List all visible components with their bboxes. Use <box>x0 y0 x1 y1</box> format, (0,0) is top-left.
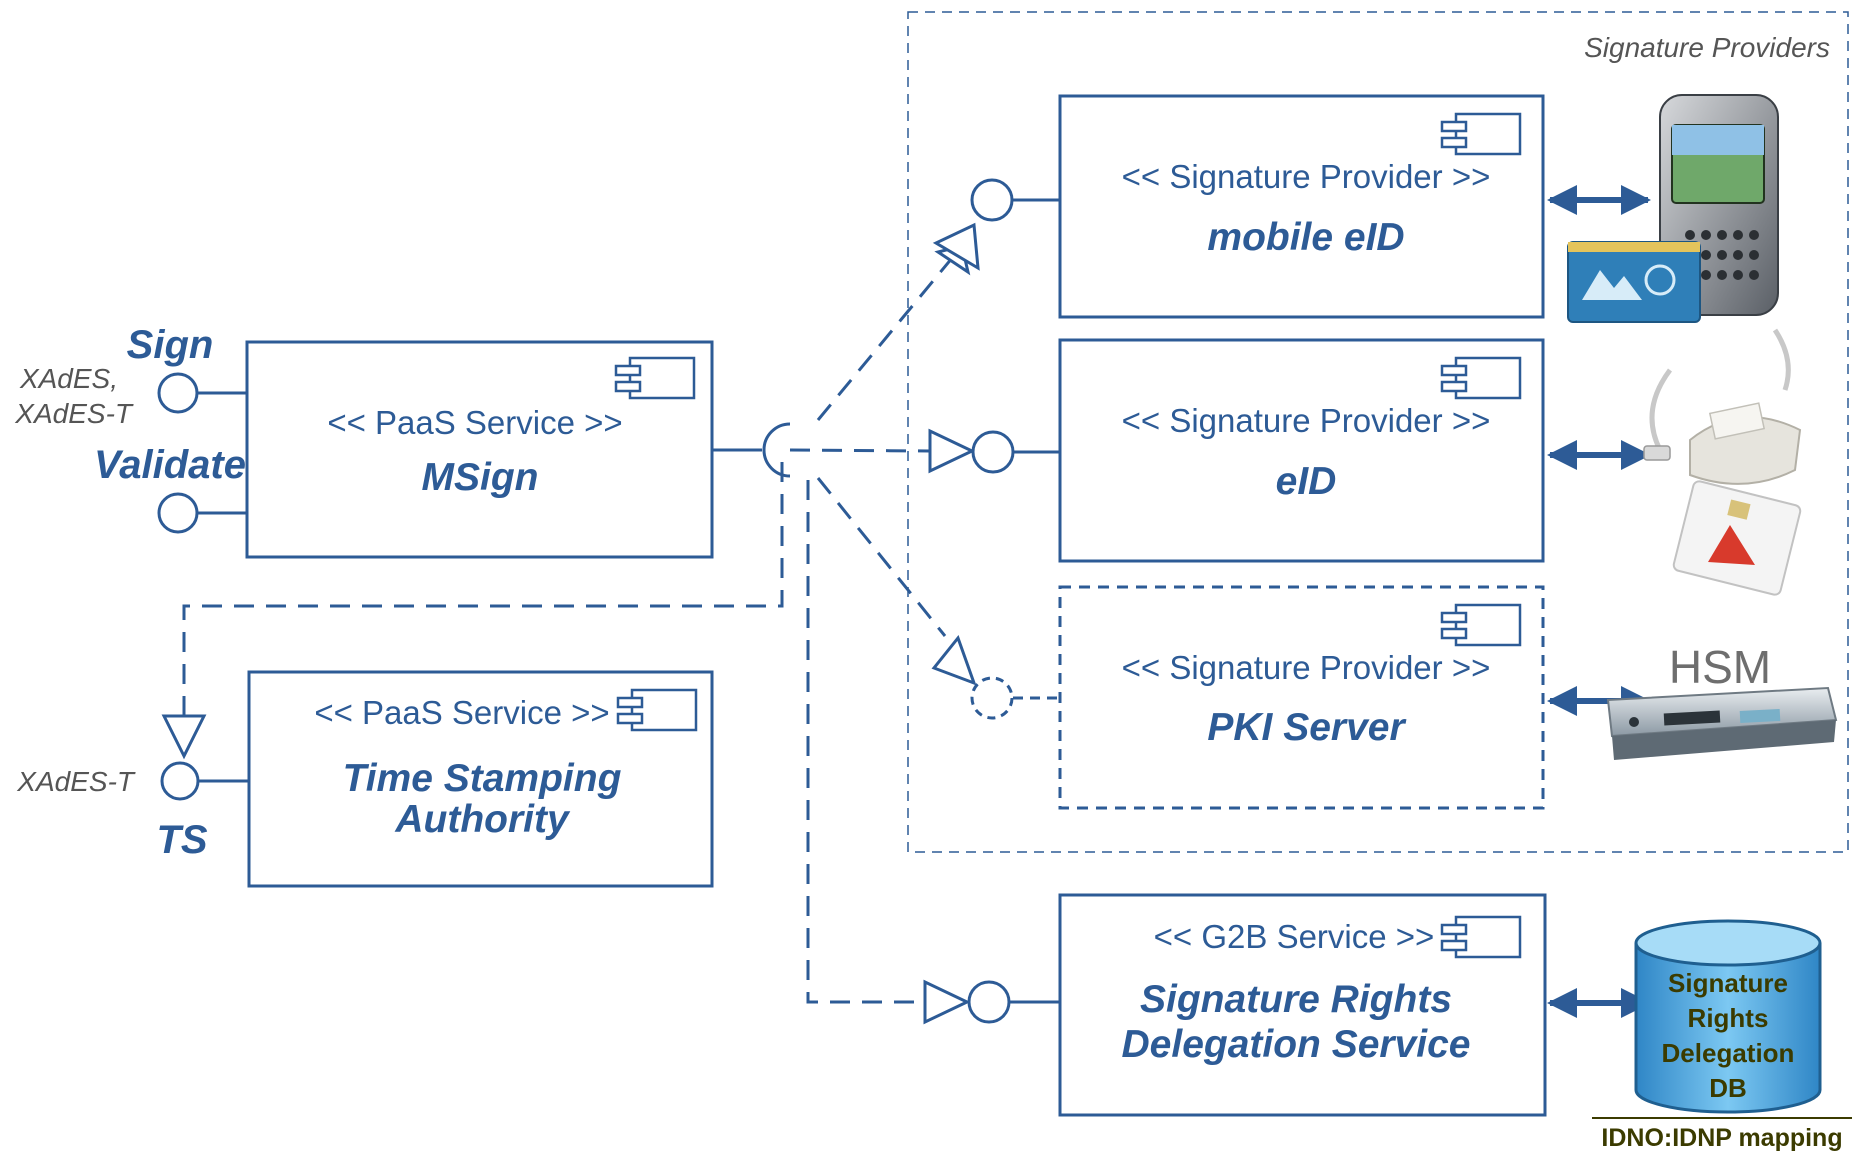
component-icon <box>1440 356 1522 400</box>
eid-stereotype: << Signature Provider >> <box>1122 402 1491 439</box>
pki-name: PKI Server <box>1207 706 1406 749</box>
eid-component[interactable]: << Signature Provider >> eID <box>1058 338 1545 563</box>
srds-stereotype: << G2B Service >> <box>1154 918 1435 955</box>
validate-port[interactable] <box>157 492 247 534</box>
tsa-name-line1: Time Stamping <box>343 757 622 800</box>
tsa-component[interactable]: << PaaS Service >> Time Stamping Authori… <box>247 670 714 888</box>
database-icon <box>1634 919 1822 1114</box>
pki-component[interactable]: << Signature Provider >> PKI Server <box>1058 585 1545 810</box>
msign-required-interface <box>712 422 791 478</box>
srds-component[interactable]: << G2B Service >> Signature Rights Deleg… <box>1058 893 1547 1117</box>
sim-card-icon <box>1567 241 1701 323</box>
ts-port[interactable] <box>160 761 249 801</box>
sign-port[interactable] <box>157 372 247 414</box>
db-label-line4: DB <box>1709 1073 1747 1103</box>
hsm-device-icon <box>1606 686 1838 760</box>
sign-formats-line2: XAdES-T <box>14 398 134 429</box>
eid-name: eID <box>1276 460 1337 503</box>
pki-interface[interactable] <box>970 676 1060 720</box>
dependency-lines <box>182 245 964 1004</box>
eid-interface[interactable] <box>971 430 1060 474</box>
component-icon <box>1440 603 1522 647</box>
mobile-eid-interface[interactable] <box>970 178 1060 222</box>
component-icon <box>1440 915 1522 959</box>
srds-name-line2: Delegation Service <box>1122 1023 1471 1066</box>
srds-interface[interactable] <box>967 980 1060 1024</box>
dependency-arrowheads <box>161 222 980 1025</box>
component-icon <box>1440 112 1522 156</box>
component-icon <box>616 688 698 732</box>
tsa-stereotype: << PaaS Service >> <box>314 694 609 731</box>
hsm-label: HSM <box>1669 641 1771 693</box>
mobile-eid-stereotype: << Signature Provider >> <box>1122 158 1491 195</box>
msign-stereotype: << PaaS Service >> <box>327 404 622 441</box>
srds-name-line1: Signature Rights <box>1140 978 1452 1021</box>
component-icon <box>614 356 696 400</box>
pki-stereotype: << Signature Provider >> <box>1122 649 1491 686</box>
db-caption: IDNO:IDNP mapping <box>1601 1124 1842 1152</box>
mobile-eid-name: mobile eID <box>1207 216 1404 259</box>
card-reader-icon <box>1643 328 1802 485</box>
validate-label: Validate <box>94 443 246 487</box>
msign-name: MSign <box>422 456 539 499</box>
msign-component[interactable]: << PaaS Service >> MSign <box>245 340 714 559</box>
sign-label: Sign <box>127 323 214 367</box>
sign-formats-line1: XAdES, <box>19 363 118 394</box>
db-label-line1: Signature <box>1668 968 1788 998</box>
ts-label: TS <box>156 818 207 862</box>
smart-card-icon <box>1672 480 1802 596</box>
tsa-name-line2: Authority <box>394 798 571 841</box>
signature-providers-group <box>907 11 1849 853</box>
ts-format: XAdES-T <box>16 766 136 797</box>
mobile-eid-component[interactable]: << Signature Provider >> mobile eID <box>1058 94 1545 319</box>
db-label-line3: Delegation <box>1662 1038 1795 1068</box>
db-label-line2: Rights <box>1688 1003 1769 1033</box>
group-label: Signature Providers <box>1584 32 1830 63</box>
